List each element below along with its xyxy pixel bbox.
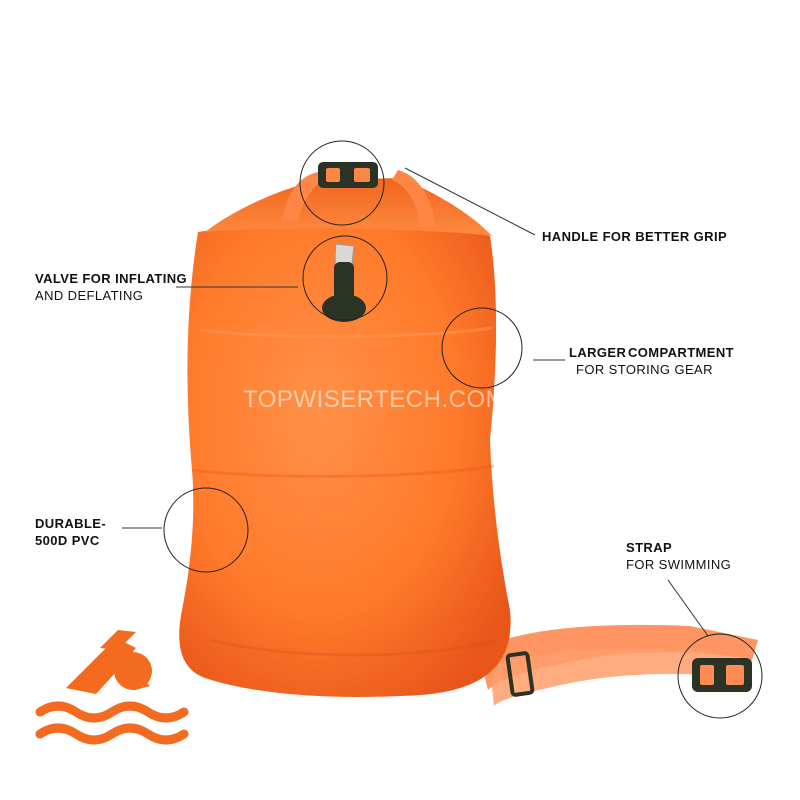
callout-durable <box>163 487 249 573</box>
durable-label-line2: 500D PVC <box>35 533 100 548</box>
valve-icon <box>322 243 366 322</box>
callout-valve <box>302 235 388 321</box>
adjuster-icon <box>505 651 535 697</box>
handle-label: HANDLE FOR BETTER GRIP <box>542 229 728 244</box>
valve-label-line1: VALVE FOR INFLATING <box>35 271 188 286</box>
valve-label-line2: AND DEFLATING <box>35 288 144 303</box>
strap-label-line1: STRAP <box>626 540 673 555</box>
callout-compartment <box>441 307 523 389</box>
strap-buckle <box>692 658 752 692</box>
bag-body <box>179 224 511 697</box>
watermark: TOPWISERTECH.COM <box>243 386 507 413</box>
strap <box>478 624 758 690</box>
strap-label-line2: FOR SWIMMING <box>626 557 732 572</box>
buckle-icon <box>318 162 378 188</box>
callout-handle <box>299 140 385 226</box>
compartment-label-line2: FOR STORING GEAR <box>576 362 713 377</box>
compartment-label-line1a: LARGER <box>569 345 627 360</box>
water-waves-icon <box>35 701 189 745</box>
compartment-label-line1b: COMPARTMENT <box>628 345 734 360</box>
durable-label-line1: DURABLE- <box>35 516 107 531</box>
swimmer-icon <box>66 630 152 694</box>
callout-strap <box>677 633 763 719</box>
